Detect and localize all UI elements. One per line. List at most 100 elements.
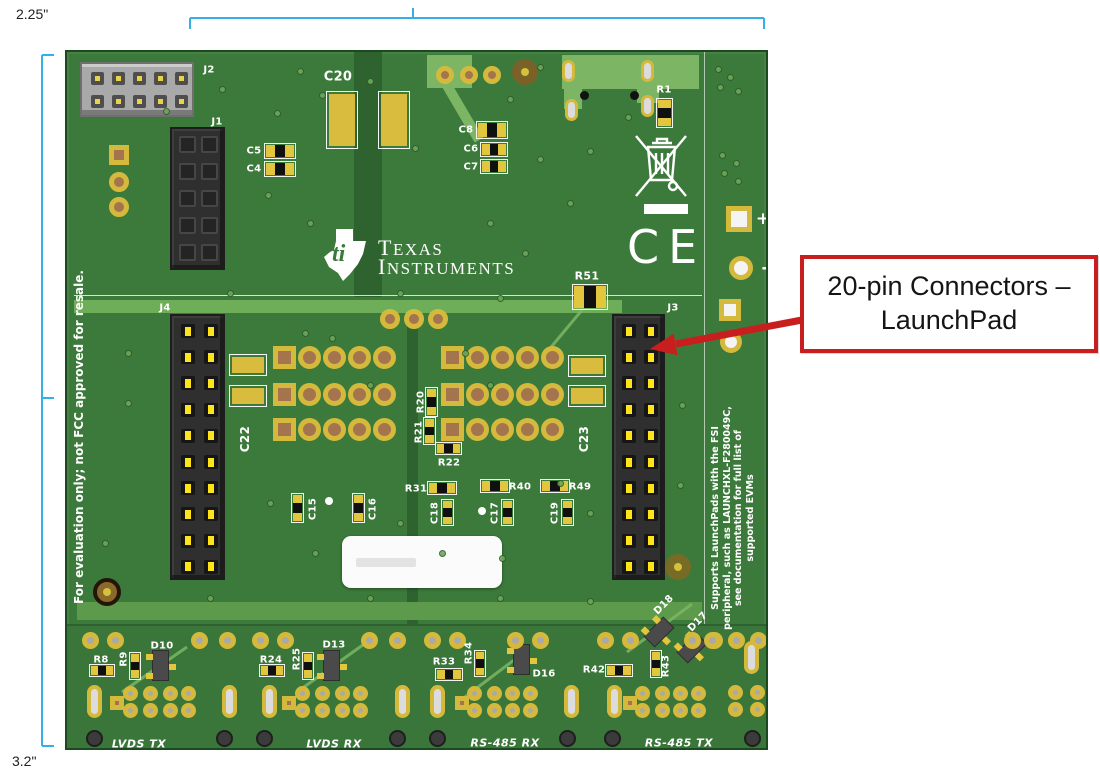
support-line-3: see documentation for full list of [733, 429, 744, 607]
smd-component [540, 479, 570, 493]
via [497, 295, 504, 302]
ref-r33: R33 [432, 656, 456, 668]
ref-j2: J2 [203, 64, 215, 76]
connector-pin [112, 95, 125, 108]
connector-pin [91, 95, 104, 108]
pcb-pad [294, 685, 310, 701]
via [733, 160, 740, 167]
connector-pin [622, 324, 636, 338]
pcb-pad [372, 417, 396, 441]
minus-mark: - [761, 258, 768, 278]
connector-pin [181, 481, 195, 496]
pcb-pad [719, 299, 741, 321]
via [412, 145, 419, 152]
pcb-pad [522, 702, 538, 718]
via [719, 152, 726, 159]
pcb-pad [490, 382, 514, 406]
connector-pin [204, 402, 218, 417]
pcb-pad [360, 631, 378, 649]
board-hole [429, 730, 446, 747]
ti-monogram: ti [332, 241, 346, 267]
smd-capacitor [568, 385, 606, 407]
pcb-pad [347, 345, 371, 369]
smd-component [352, 493, 365, 523]
pcb-pad [515, 417, 539, 441]
pcb-pad [466, 685, 482, 701]
pcb-pad [404, 309, 424, 329]
ref-r42: R42 [582, 664, 606, 676]
via [557, 480, 564, 487]
via [721, 170, 728, 177]
pcb-copper-band [74, 300, 622, 313]
pcb-pad [440, 417, 464, 441]
connector-pin [204, 455, 218, 469]
ti-logo-text-2: Instruments [378, 254, 516, 279]
via [397, 520, 404, 527]
mounting-hole [93, 578, 121, 606]
pcb-pad [465, 382, 489, 406]
annotation-callout: 20-pin Connectors – LaunchPad [800, 255, 1098, 353]
ce-mark: CE [627, 220, 707, 274]
pcb-pad [727, 631, 745, 649]
pcb-pad [218, 631, 236, 649]
via [567, 200, 574, 207]
launchpad-support-text: Supports LaunchPads with the FSI periphe… [710, 373, 760, 663]
ref-r51: R51 [574, 269, 600, 283]
smd-component [605, 664, 633, 677]
via [227, 290, 234, 297]
pcb-pad [749, 684, 765, 700]
connector-pin [204, 533, 218, 548]
pcb-pad [565, 99, 578, 121]
ref-c17: C17 [489, 501, 501, 525]
pcb-pad [515, 382, 539, 406]
connector-pin [644, 402, 658, 417]
via [319, 92, 326, 99]
connector-pin [644, 324, 658, 338]
via [312, 550, 319, 557]
connector-pin [204, 559, 218, 574]
pcb-pad [683, 631, 701, 649]
ref-c23: C23 [577, 425, 591, 453]
support-line-4: supported EVMs [744, 474, 756, 562]
pcb-pad [272, 382, 296, 406]
pcb-pad [440, 382, 464, 406]
pcb-pad [672, 685, 688, 701]
pcb-pad [282, 696, 296, 710]
pcb-pad [297, 382, 321, 406]
via [522, 250, 529, 257]
pcb-pad [162, 685, 178, 701]
smd-component [291, 493, 304, 523]
connector-pin [644, 559, 658, 574]
pcb-pad [564, 685, 579, 718]
via [537, 156, 544, 163]
connector-pin [181, 402, 195, 417]
via [367, 382, 374, 389]
pcb-pad [506, 631, 524, 649]
smd-component [427, 481, 457, 495]
ref-c20: C20 [323, 69, 353, 85]
connector-pin [91, 72, 104, 85]
pcb-dot [325, 497, 333, 505]
connector-pin [112, 72, 125, 85]
via [715, 66, 722, 73]
smd-component [129, 652, 141, 680]
ref-r22: R22 [437, 457, 461, 469]
board-hole [559, 730, 576, 747]
smd-capacitor [378, 91, 410, 149]
pcb-pad [596, 631, 614, 649]
connector-pin [204, 376, 218, 391]
pcb-pad [334, 685, 350, 701]
smd-component [264, 143, 296, 159]
smd-component [425, 387, 438, 417]
dimension-width-label: 2.25" [16, 6, 49, 22]
pcb-pad [352, 702, 368, 718]
pcb-pad [142, 685, 158, 701]
pcb-pad [672, 702, 688, 718]
connector-pin [644, 428, 658, 443]
ref-c5: C5 [246, 145, 262, 157]
smd-capacitor [568, 355, 606, 377]
pcb-pad [654, 685, 670, 701]
pcb-pad [262, 685, 277, 718]
pcb-pad [448, 631, 466, 649]
connector-pin [622, 559, 636, 574]
